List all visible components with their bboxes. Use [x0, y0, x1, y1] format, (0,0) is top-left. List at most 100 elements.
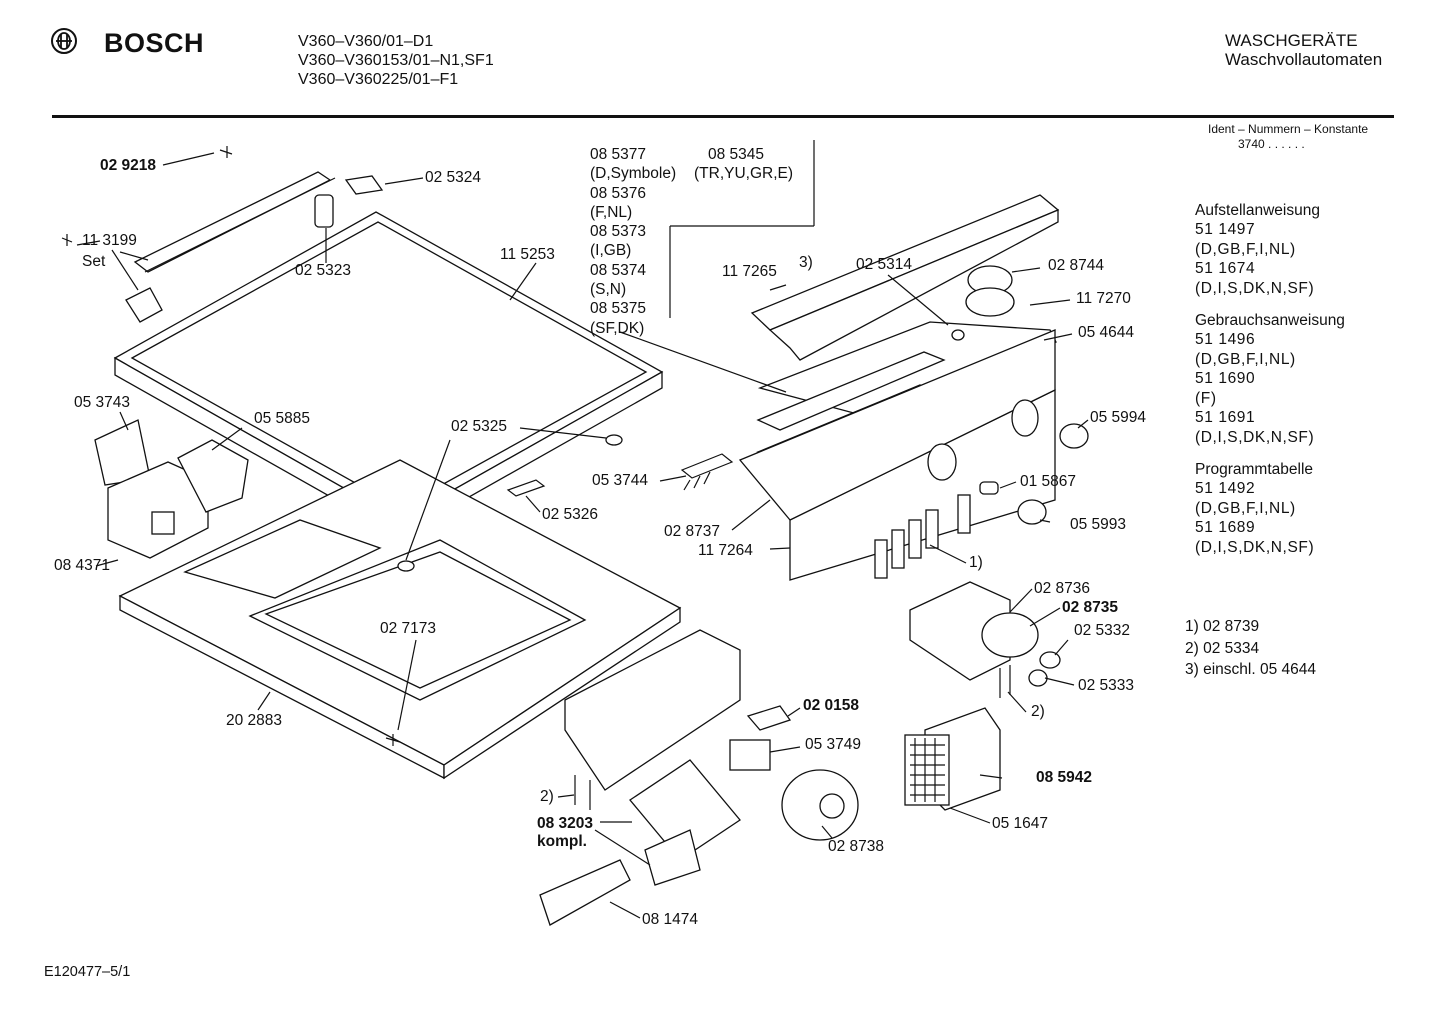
document-item: (D,I,S,DK,N,SF): [1195, 428, 1315, 446]
ident-label: Ident – Nummern – Konstante: [1208, 122, 1369, 136]
part-label: 02 8738: [828, 838, 885, 855]
subcategory: Waschvollautomaten: [1225, 50, 1383, 69]
part-label: 02 8736: [1034, 580, 1091, 597]
part-label: 05 3749: [805, 736, 862, 753]
category-title: WASCHGERÄTE Waschvollautomaten: [1225, 31, 1382, 69]
variant-item: (I,GB): [590, 242, 632, 260]
variant-item: 08 5374: [590, 261, 647, 279]
part-label: 05 3743: [74, 394, 131, 411]
variant-item: (D,Symbole): [590, 165, 677, 183]
part-label: 05 5993: [1070, 516, 1127, 533]
document-title: Aufstellanweisung: [1195, 202, 1320, 219]
part-label: Set: [82, 253, 106, 270]
part-label: 08 3203: [537, 815, 594, 832]
part-label: 05 1647: [992, 815, 1049, 832]
part-label: 02 8735: [1062, 599, 1119, 616]
part-label: 08 1474: [642, 911, 699, 928]
leader-lines: [76, 140, 1089, 919]
document-item: 51 1492: [1195, 480, 1256, 497]
footnote: 1) 02 8739: [1185, 618, 1260, 635]
control-panel: [738, 194, 1060, 581]
part-label: 02 8744: [1048, 257, 1105, 274]
part-label: 02 5325: [451, 418, 508, 435]
category: WASCHGERÄTE: [1225, 31, 1358, 50]
part-label: 05 4644: [1078, 324, 1135, 341]
variant-list-left: 08 5377 (D,Symbole) 08 5376 (F,NL) 08 53…: [590, 145, 676, 338]
timer-assembly: [904, 581, 1061, 811]
ident-value: 3740 . . . . . .: [1238, 137, 1305, 151]
document-group: Gebrauchsanweisung 51 1496 (D,GB,F,I,NL)…: [1195, 312, 1345, 447]
part-label: 05 3744: [592, 472, 649, 489]
small-clips: [385, 434, 734, 746]
document-item: (D,GB,F,I,NL): [1195, 499, 1296, 517]
part-label: 11 5253: [500, 246, 555, 263]
part-label: 05 5994: [1090, 409, 1147, 426]
part-label: 05 5885: [254, 410, 311, 427]
header-rule: [52, 115, 1394, 118]
variant-item: 08 5375: [590, 300, 647, 318]
footnote-marker: 1): [969, 554, 983, 571]
variant-item: (SF,DK): [590, 319, 645, 337]
variant-item: 08 5345: [708, 146, 765, 163]
model-line: V360–V360/01–D1: [298, 33, 434, 50]
document-item: 51 1690: [1195, 370, 1256, 387]
document-item: (D,GB,F,I,NL): [1195, 350, 1296, 368]
ident-block: Ident – Nummern – Konstante 3740 . . . .…: [1208, 122, 1368, 152]
variant-item: 08 5373: [590, 223, 647, 241]
part-label: 02 5324: [425, 169, 482, 186]
part-label: 01 5867: [1020, 473, 1077, 490]
footnote-marker: 2): [540, 788, 554, 805]
document-item: (F): [1195, 389, 1217, 407]
model-list: V360–V360/01–D1 V360–V360153/01–N1,SF1 V…: [298, 32, 494, 89]
model-line: V360–V360225/01–F1: [298, 71, 459, 88]
part-label: 20 2883: [226, 712, 283, 729]
variant-item: (TR,YU,GR,E): [694, 165, 794, 183]
variant-item: 08 5376: [590, 184, 647, 202]
part-label: 11 3199: [82, 232, 137, 249]
document-item: 51 1496: [1195, 331, 1256, 348]
part-label: 02 5326: [542, 506, 599, 523]
top-lid: [113, 211, 664, 538]
part-label: 02 8737: [664, 523, 721, 540]
document-item: (D,I,S,DK,N,SF): [1195, 538, 1315, 556]
part-label: 11 7265: [722, 263, 777, 280]
lower-components: [539, 629, 1011, 926]
base-frame: [118, 459, 682, 780]
footnote-marker: 3): [799, 254, 813, 271]
footnotes: 1) 02 8739 2) 02 5334 3) einschl. 05 464…: [1185, 616, 1316, 681]
part-label: 02 7173: [380, 620, 437, 637]
brand-name: BOSCH: [104, 28, 205, 58]
part-label: kompl.: [537, 833, 587, 850]
footnote-marker: 2): [1031, 703, 1045, 720]
document-item: (D,GB,F,I,NL): [1195, 240, 1296, 258]
documents-column: Aufstellanweisung 51 1497 (D,GB,F,I,NL) …: [1195, 188, 1345, 557]
document-item: (D,I,S,DK,N,SF): [1195, 279, 1315, 297]
part-label: 02 5333: [1078, 677, 1135, 694]
document-item: 51 1691: [1195, 409, 1256, 426]
part-label: 11 7270: [1076, 290, 1131, 307]
document-item: 51 1674: [1195, 260, 1256, 277]
document-group: Programmtabelle 51 1492 (D,GB,F,I,NL) 51…: [1195, 461, 1345, 557]
part-label: 02 5323: [295, 262, 352, 279]
variant-item: (F,NL): [590, 203, 633, 221]
drawing-code: E120477–5/1: [44, 964, 131, 980]
knobs: [979, 423, 1089, 525]
document-group: Aufstellanweisung 51 1497 (D,GB,F,I,NL) …: [1195, 202, 1345, 298]
part-label: 08 4371: [54, 557, 111, 574]
bosch-armature-icon: [51, 28, 77, 54]
variant-list-right: 08 5345 (TR,YU,GR,E): [694, 145, 793, 184]
part-label: 08 5942: [1036, 769, 1093, 786]
part-label: 02 5314: [856, 256, 913, 273]
variant-item: 08 5377: [590, 146, 647, 163]
document-item: 51 1497: [1195, 221, 1256, 238]
document-item: 51 1689: [1195, 519, 1256, 536]
document-title: Programmtabelle: [1195, 461, 1314, 478]
model-line: V360–V360153/01–N1,SF1: [298, 52, 494, 69]
bosch-logo: [50, 27, 78, 60]
part-label: 02 9218: [100, 157, 157, 174]
footnote: 2) 02 5334: [1185, 639, 1260, 657]
detergent-drawer: [94, 419, 249, 559]
part-label: 02 0158: [803, 697, 860, 714]
part-label: 11 7264: [698, 542, 753, 559]
